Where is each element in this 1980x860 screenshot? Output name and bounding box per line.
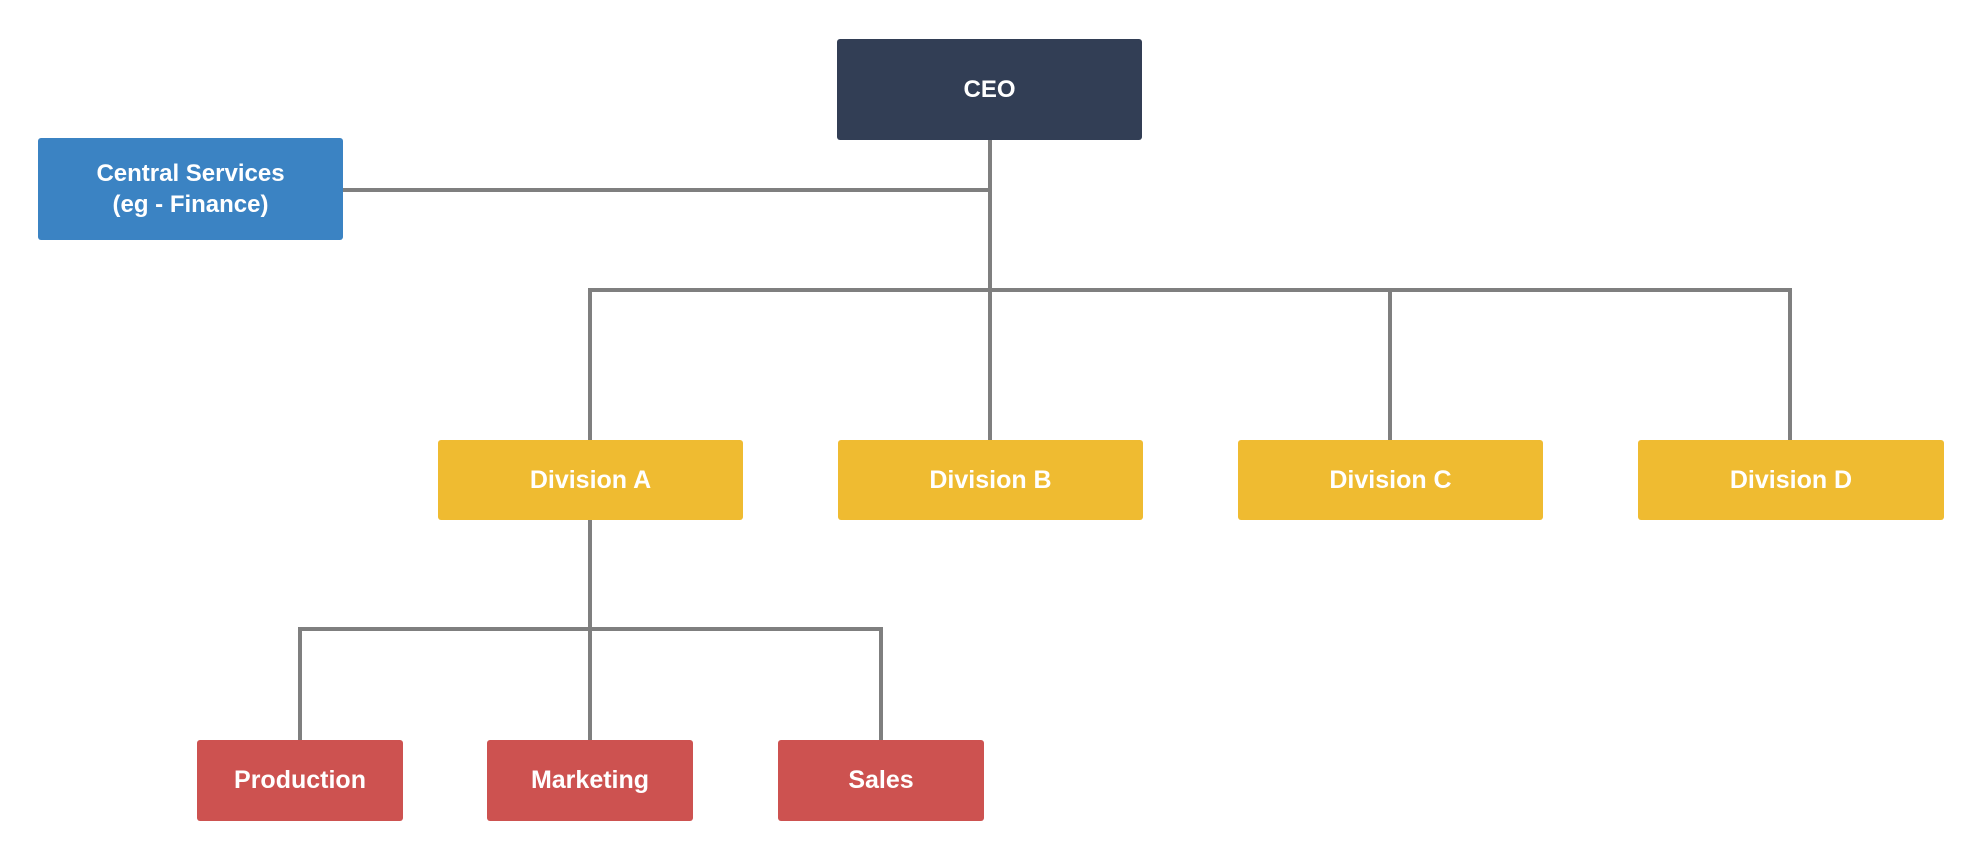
node-division-c[interactable]: Division C <box>1238 440 1543 520</box>
connector-central-services <box>342 188 990 192</box>
node-production[interactable]: Production <box>197 740 403 821</box>
node-sales[interactable]: Sales <box>778 740 984 821</box>
node-division-b[interactable]: Division B <box>838 440 1143 520</box>
connector-divisions-horizontal <box>588 288 1792 292</box>
connector-subtree-horizontal <box>298 627 883 631</box>
node-label: Division A <box>529 465 652 494</box>
node-label: Production <box>234 766 366 795</box>
node-ceo[interactable]: CEO <box>837 39 1142 140</box>
node-label: Division C <box>1329 465 1452 494</box>
node-label: CEO <box>963 75 1016 103</box>
node-label: Central Services (eg - Finance) <box>96 159 285 218</box>
connector-division-d <box>1788 288 1792 440</box>
connector-production <box>298 627 302 740</box>
node-marketing[interactable]: Marketing <box>487 740 693 821</box>
node-label: Division B <box>929 465 1052 494</box>
node-label: Sales <box>848 766 914 795</box>
connector-sales <box>879 627 883 740</box>
node-label: Marketing <box>530 766 650 795</box>
connector-division-c <box>1388 288 1392 440</box>
node-label: Division D <box>1729 465 1853 494</box>
connector-division-a <box>588 288 592 440</box>
node-central-services[interactable]: Central Services (eg - Finance) <box>38 138 343 240</box>
node-division-d[interactable]: Division D <box>1638 440 1944 520</box>
node-division-a[interactable]: Division A <box>438 440 743 520</box>
